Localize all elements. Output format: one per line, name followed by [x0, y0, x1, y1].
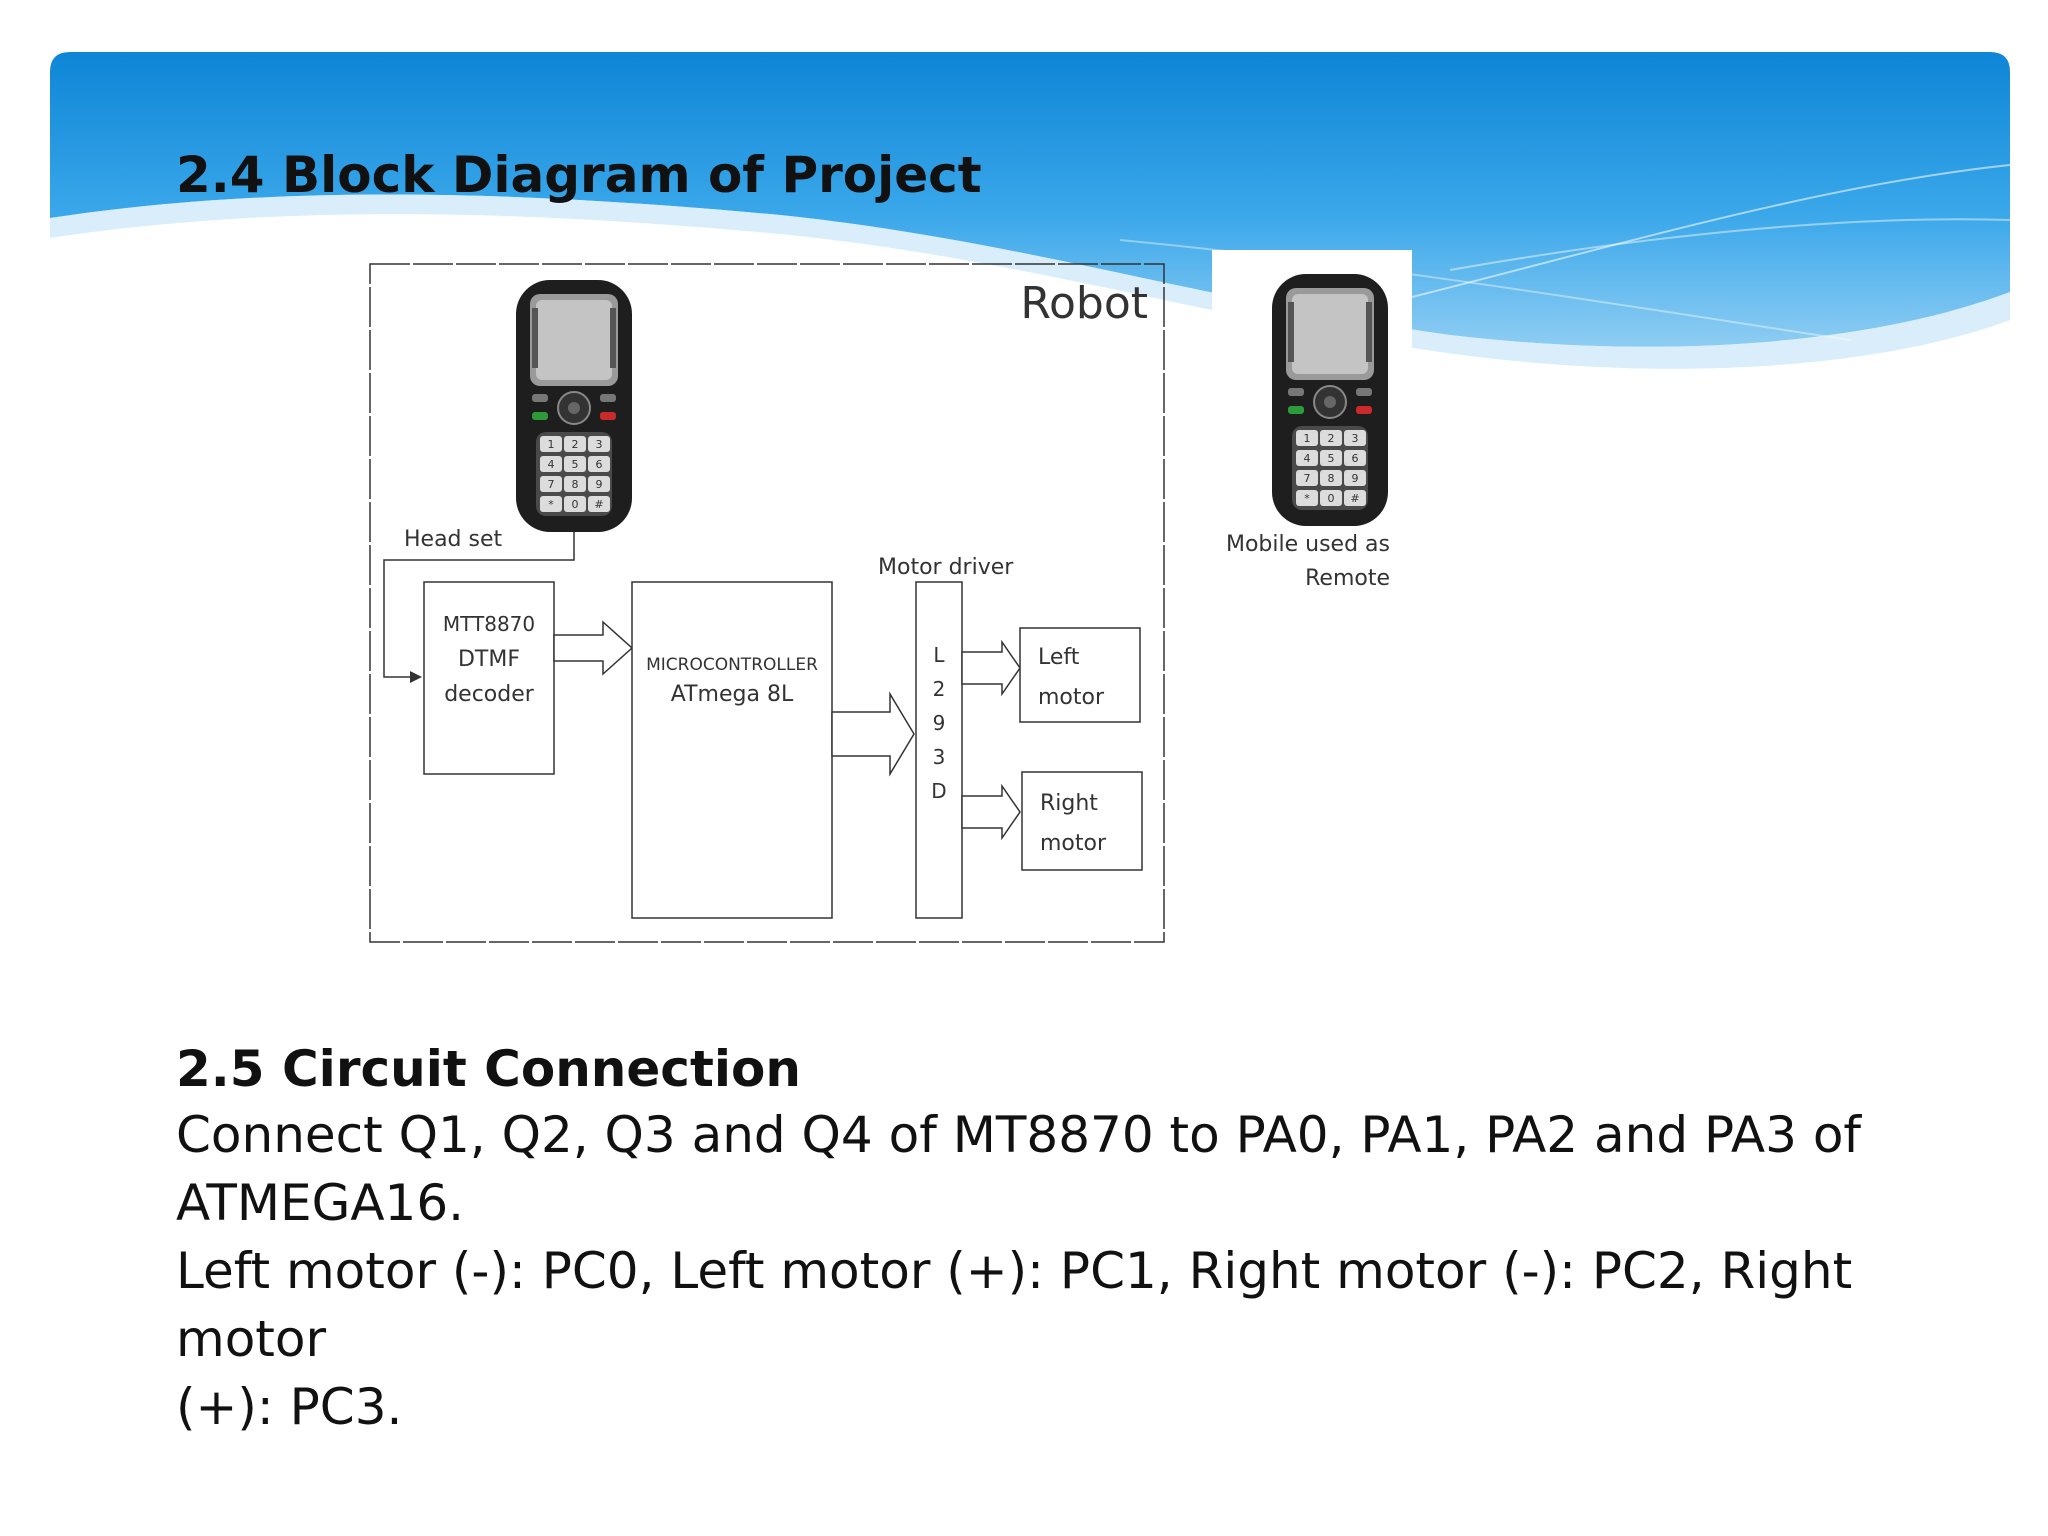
microcontroller-block: MICROCONTROLLER ATmega 8L	[631, 581, 833, 919]
phone-key-label: *	[548, 498, 554, 511]
motor-driver-char: 2	[933, 677, 946, 701]
phone-key-label: 1	[1304, 432, 1311, 445]
dtmf-line-3: decoder	[444, 682, 535, 707]
remote-label-line-2: Remote	[1305, 566, 1390, 591]
phone-key-label: 2	[1328, 432, 1335, 445]
right-motor-line-1: Right	[1040, 791, 1098, 816]
left-motor-line-2: motor	[1038, 685, 1105, 710]
motor-driver-char: L	[933, 643, 945, 667]
phone-key-label: 6	[1352, 452, 1359, 465]
left-motor-block: Left motor	[1019, 627, 1141, 723]
body-line: Left motor (-): PC0, Left motor (+): PC1…	[176, 1242, 1853, 1368]
block-diagram-heading: 2.4 Block Diagram of Project	[176, 146, 982, 204]
mobile-phone-icon: 1 2 3 4 5 6 7 8 9 * 0 #	[515, 279, 633, 533]
phone-key-label: 4	[1304, 452, 1311, 465]
motor-driver-block: L 2 9 3D	[915, 581, 963, 919]
phone-key-label: 0	[572, 498, 579, 511]
phone-key-label: *	[1304, 492, 1310, 505]
phone-key-label: #	[594, 498, 603, 511]
motor-driver-char: D	[931, 779, 946, 803]
headset-connection-line	[383, 532, 575, 678]
motor-driver-char: 9	[933, 711, 946, 735]
circuit-connection-heading: 2.5 Circuit Connection	[176, 1040, 801, 1098]
driver-to-right-motor-arrow	[961, 783, 1021, 841]
phone-key-label: 7	[1304, 472, 1311, 485]
dtmf-to-mcu-arrow	[553, 620, 634, 676]
remote-label-line-1: Mobile used as	[1226, 532, 1390, 557]
phone-key-label: 9	[596, 478, 603, 491]
left-motor-line-1: Left	[1038, 645, 1080, 670]
driver-to-left-motor-arrow	[961, 639, 1021, 697]
phone-key-label: 2	[572, 438, 579, 451]
phone-key-label: 7	[548, 478, 555, 491]
robot-label: Robot	[1020, 278, 1148, 329]
phone-key-label: 5	[572, 458, 579, 471]
right-motor-line-2: motor	[1040, 831, 1107, 856]
headset-arrowhead	[410, 671, 422, 683]
headset-label: Head set	[404, 527, 503, 552]
motor-driver-char: 3	[933, 745, 946, 769]
phone-key-label: 5	[1328, 452, 1335, 465]
phone-key-label: 8	[1328, 472, 1335, 485]
block-diagram: Robot 1 2 3 4 5 6 7 8 9 * 0 # Head set MTT8870 DTMF…	[369, 250, 1412, 943]
phone-key-label: #	[1350, 492, 1359, 505]
dtmf-line-1: MTT8870	[443, 612, 535, 636]
dtmf-line-2: DTMF	[458, 647, 520, 672]
phone-key-label: 3	[1352, 432, 1359, 445]
phone-key-label: 0	[1328, 492, 1335, 505]
phone-key-label: 3	[596, 438, 603, 451]
phone-key-label: 6	[596, 458, 603, 471]
body-line: (+): PC3.	[176, 1378, 403, 1436]
body-line: Connect Q1, Q2, Q3 and Q4 of MT8870 to P…	[176, 1106, 1862, 1164]
phone-key-label: 4	[548, 458, 555, 471]
circuit-connection-section: 2.5 Circuit Connection Connect Q1, Q2, Q…	[176, 1042, 1976, 1441]
mcu-line-2: ATmega 8L	[671, 682, 794, 707]
mcu-line-1: MICROCONTROLLER	[646, 655, 818, 675]
phone-key-label: 1	[548, 438, 555, 451]
phone-key-label: 9	[1352, 472, 1359, 485]
right-motor-block: Right motor	[1021, 771, 1143, 871]
body-line: ATMEGA16.	[176, 1174, 465, 1232]
phone-key-label: 8	[572, 478, 579, 491]
motor-driver-label: Motor driver	[878, 555, 1014, 580]
mcu-to-driver-arrow	[831, 691, 915, 777]
mobile-phone-icon: 1 2 3 4 5 6 7 8 9 * 0 #	[1271, 273, 1389, 527]
dtmf-decoder-block: MTT8870 DTMF decoder	[423, 581, 555, 775]
